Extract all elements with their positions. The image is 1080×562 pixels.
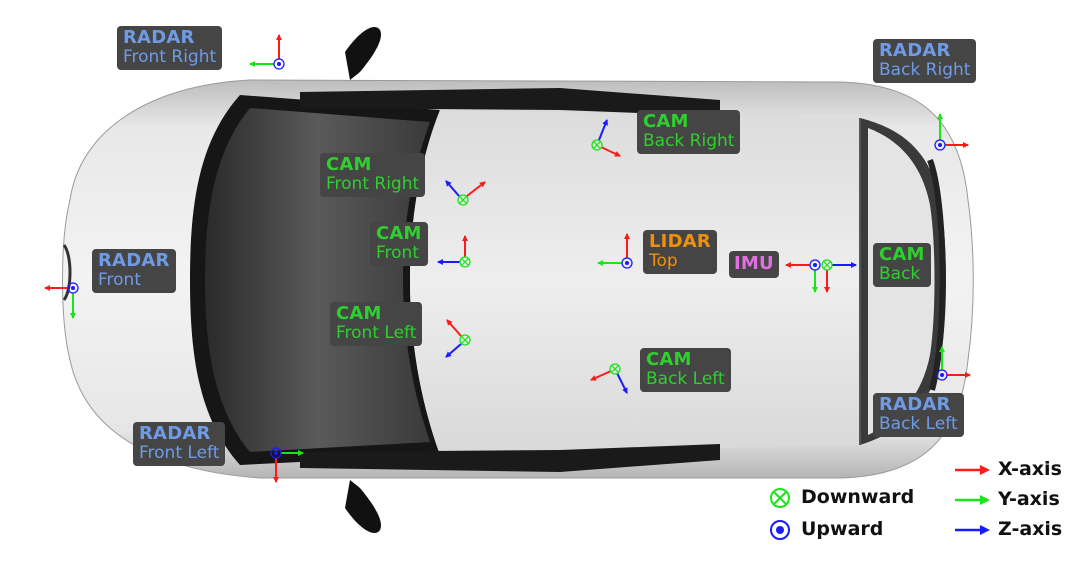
label-radar-front-right: RADAR Front Right [117,26,223,70]
label-cam-front-right: CAM Front Right [320,153,426,197]
sensor-type: RADAR [879,40,951,61]
right-mirror [345,26,381,80]
label-radar-front: RADAR Front [92,249,176,293]
label-radar-front-left: RADAR Front Left [133,422,226,466]
roof [410,110,860,455]
legend-upward-label: Upward [801,518,884,540]
sensor-type: CAM [336,303,382,324]
sensor-type: CAM [643,111,689,132]
sensor-position: Front [98,270,141,290]
legend-x-axis-label: X-axis [998,458,1062,480]
sensor-type: CAM [879,244,925,265]
sensor-type: CAM [646,349,692,370]
sensor-position: Top [649,251,678,271]
sensor-type: IMU [734,253,774,274]
sensor-position: Back Left [879,414,958,434]
sensor-position: Front Left [336,323,417,343]
legend-downward-label: Downward [801,486,915,508]
label-cam-back-left: CAM Back Left [640,348,731,392]
label-cam-front-left: CAM Front Left [330,302,423,346]
sensor-type: RADAR [139,423,211,444]
legend-y-axis-label: Y-axis [998,488,1060,510]
legend-z-axis-label: Z-axis [998,518,1063,540]
sensor-type: RADAR [879,394,951,415]
sensor-position: Back Left [646,369,725,389]
label-cam-back: CAM Back [873,243,931,287]
label-radar-back-left: RADAR Back Left [873,393,964,437]
sensor-position: Front Right [326,174,420,194]
sensor-position: Back [879,264,921,284]
sensor-type: CAM [326,154,372,175]
sensor-position: Back Right [879,60,971,80]
sensor-type: RADAR [123,27,195,48]
sensor-type: RADAR [98,250,170,271]
left-mirror [345,480,381,534]
label-radar-back-right: RADAR Back Right [873,39,977,83]
label-imu: IMU [729,251,779,278]
sensor-position: Back Right [643,131,735,151]
label-cam-back-right: CAM Back Right [637,110,741,154]
label-cam-front: CAM Front [370,222,428,266]
sensor-position: Front Left [139,443,220,463]
sensor-position: Front [376,243,419,263]
sensor-type: LIDAR [649,231,711,252]
label-lidar-top: LIDAR Top [643,230,717,274]
sensor-position: Front Right [123,47,217,67]
sensor-type: CAM [376,223,422,244]
